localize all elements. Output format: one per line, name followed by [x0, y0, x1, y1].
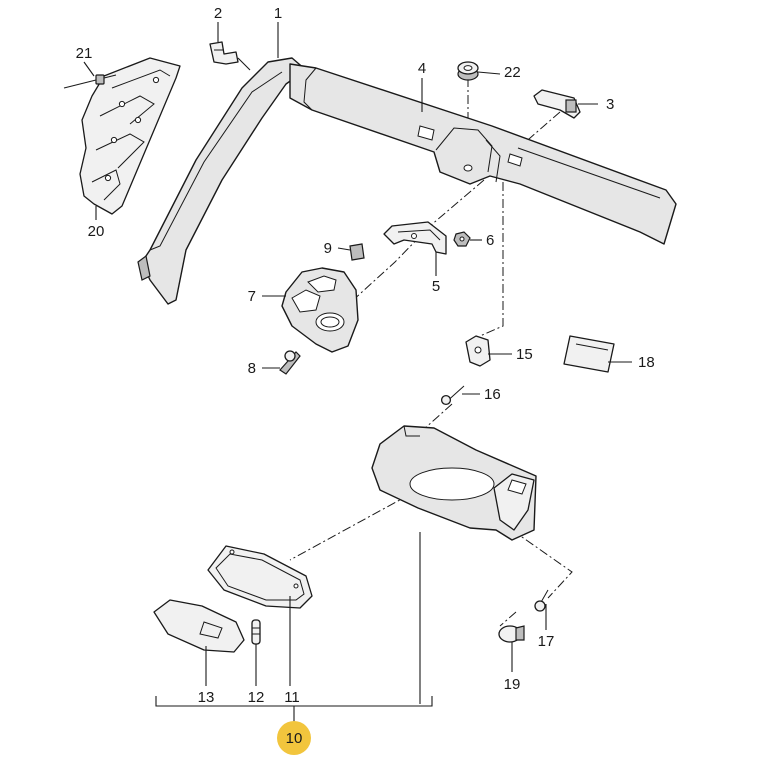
callout-12: 12: [248, 689, 265, 706]
callout-18: 18: [638, 354, 655, 371]
part-21-screw: [63, 74, 117, 89]
callout-5: 5: [432, 278, 440, 295]
part-4-roof-frame-trim: [289, 63, 677, 245]
callout-9: 9: [324, 240, 332, 257]
callout-3: 3: [606, 96, 614, 113]
callout-19: 19: [504, 676, 521, 693]
part-10-sun-visor-housing: [371, 425, 537, 541]
callout-15: 15: [516, 346, 533, 363]
part-12-bulb: [251, 619, 261, 645]
callout-2: 2: [214, 5, 222, 22]
leader-lines: [83, 22, 632, 722]
part-20-mounting-bracket: [79, 57, 181, 215]
part-13-mirror-glass: [153, 599, 245, 653]
part-2-clip: [209, 41, 239, 65]
callout-4: 4: [418, 60, 426, 77]
callout-21: 21: [76, 45, 93, 62]
part-19-cover-cap: [498, 625, 525, 643]
part-5-holder-bracket: [383, 221, 447, 255]
part-18-label: [563, 335, 615, 373]
part-16-screw: [440, 385, 465, 406]
callout-11: 11: [284, 689, 300, 706]
callout-22: 22: [504, 64, 521, 81]
part-9-cap: [349, 243, 365, 261]
part-7-light-bezel: [281, 267, 359, 353]
callout-13: 13: [198, 689, 215, 706]
callout-1: 1: [274, 5, 282, 22]
callout-17: 17: [538, 633, 555, 650]
callout-10-highlight-badge: [277, 721, 311, 755]
part-3-hook: [533, 89, 581, 119]
callout-8: 8: [248, 360, 256, 377]
callout-16: 16: [484, 386, 501, 403]
part-22-grommet: [457, 61, 479, 81]
part-1-a-pillar-trim: [137, 57, 307, 305]
callout-7: 7: [248, 288, 256, 305]
callout-numbers: 1 2 3 4 5 6 7 8 9 10 11 12 13 15 16 17 1…: [76, 5, 655, 747]
part-11-mirror-frame: [207, 545, 313, 609]
part-17-screw: [534, 589, 549, 612]
callout-10: 10: [286, 730, 303, 747]
part-8-screw: [279, 350, 301, 375]
callout-6: 6: [486, 232, 494, 249]
callout-20: 20: [88, 223, 105, 240]
part-15-clip: [465, 335, 491, 367]
part-6-nut: [453, 231, 471, 247]
